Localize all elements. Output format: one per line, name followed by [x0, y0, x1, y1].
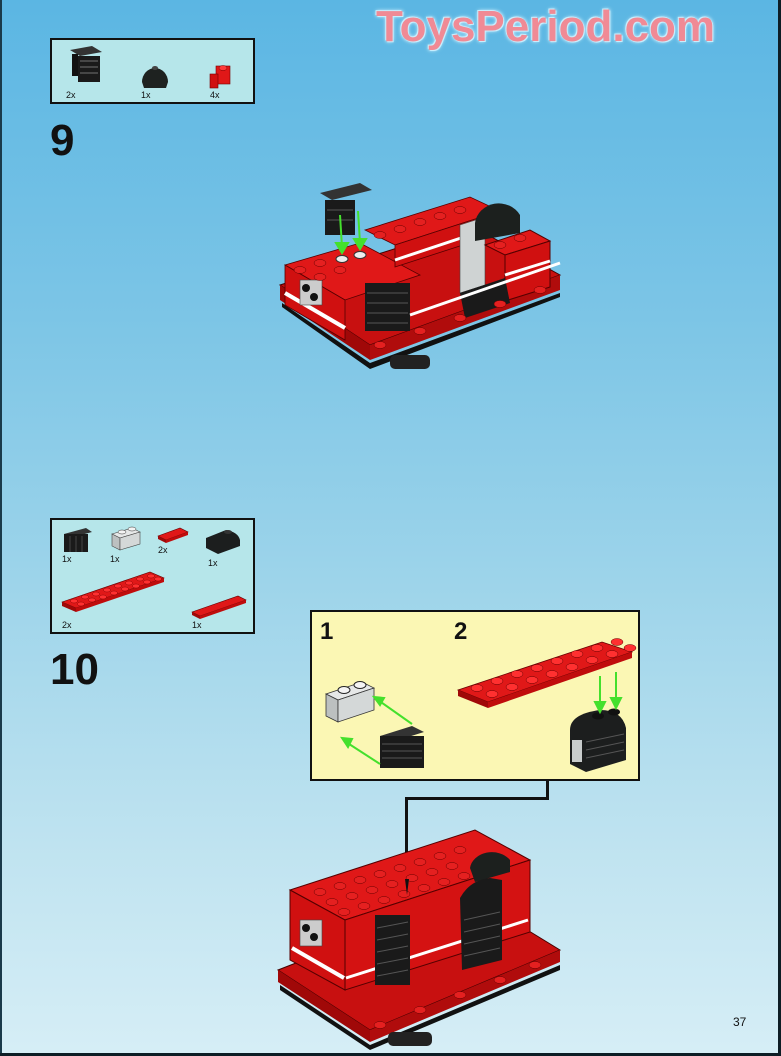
part-qty: 1x	[192, 620, 202, 630]
part-qty: 2x	[62, 620, 72, 630]
gray-brick-icon	[111, 526, 141, 551]
curved-slope-icon	[206, 530, 240, 554]
red-clip-brick-icon	[209, 65, 231, 89]
step-number: 10	[50, 645, 99, 694]
callout-connector	[546, 780, 549, 799]
part-qty: 1x	[141, 90, 151, 100]
part-qty: 2x	[66, 90, 76, 100]
callout-connector	[405, 797, 549, 800]
watermark: ToysPeriod.com	[376, 2, 716, 51]
sub-step-2-illustration	[456, 638, 637, 772]
sub-step-1-illustration	[324, 681, 424, 768]
step-number: 9	[50, 116, 75, 165]
sub-step-number: 2	[454, 618, 468, 645]
part-qty: 1x	[208, 558, 218, 568]
sub-step-callout-box: 1 2	[310, 610, 640, 781]
grille-bracket-icon	[70, 46, 102, 82]
page-number: 37	[733, 1015, 747, 1029]
page-edge-bottom	[0, 1053, 781, 1056]
red-long-tile-icon	[191, 595, 247, 619]
page-edge-left	[0, 0, 2, 1056]
step-10-parts-box: 1x 1x 2x 1x 2x 1x	[50, 518, 255, 634]
dome-icon	[142, 66, 168, 88]
part-qty: 1x	[62, 554, 72, 564]
step-9-parts-box: 2x 1x 4x	[50, 38, 255, 104]
part-qty: 2x	[158, 545, 168, 555]
grille-brick-icon	[64, 528, 92, 552]
part-qty: 4x	[210, 90, 220, 100]
sub-step-number: 1	[320, 618, 334, 645]
step-10-model-illustration	[276, 829, 562, 1050]
callout-connector	[405, 797, 408, 879]
part-qty: 1x	[110, 554, 120, 564]
red-tile-icon	[157, 527, 189, 543]
step-9-model-illustration	[278, 183, 562, 369]
page-edge-right	[778, 0, 781, 1056]
red-plate-icon	[61, 571, 165, 612]
